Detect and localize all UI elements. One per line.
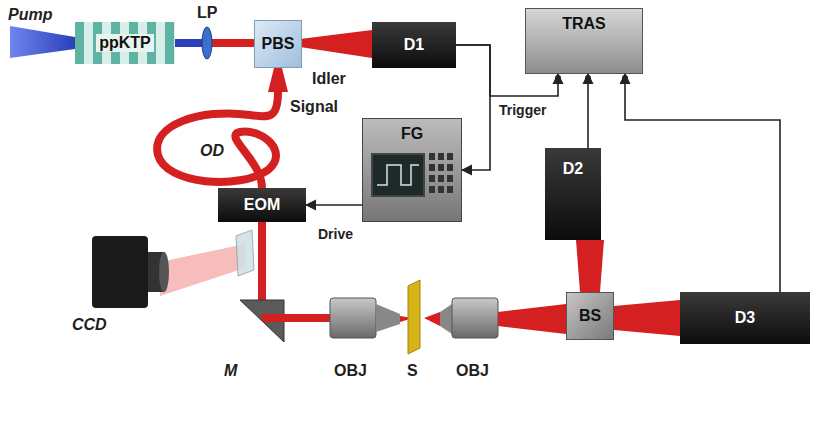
node-label: FG <box>401 125 423 143</box>
key <box>429 153 435 160</box>
key <box>447 164 453 171</box>
key <box>447 186 453 193</box>
key <box>429 175 435 182</box>
focused-beam <box>424 312 440 326</box>
signal-cable <box>306 204 362 206</box>
square-wave <box>373 155 423 195</box>
key <box>429 186 435 193</box>
objective-lens <box>330 298 376 338</box>
component-label: Idler <box>312 70 346 88</box>
collected-beam <box>498 304 566 334</box>
long-pass-filter <box>202 27 212 59</box>
node-label: D2 <box>563 160 583 178</box>
signal-cable <box>587 74 589 148</box>
signal-beam <box>268 68 288 92</box>
node-label: D3 <box>735 309 755 327</box>
crystal: ppKTP <box>75 22 175 64</box>
node-label: EOM <box>244 196 280 214</box>
component-label: S <box>407 362 418 380</box>
keypad <box>427 151 457 201</box>
cable-label: Drive <box>316 226 355 242</box>
key <box>438 175 444 182</box>
node-label: D1 <box>404 36 424 54</box>
component-label: CCD <box>72 316 107 334</box>
detector: D2 <box>545 148 601 240</box>
pump-beam <box>10 26 75 58</box>
signal-cable <box>625 74 780 292</box>
modulator: EOM <box>218 188 306 222</box>
key <box>438 153 444 160</box>
detector: D1 <box>372 22 456 68</box>
key <box>447 175 453 182</box>
glass-plate <box>236 230 254 276</box>
beam-splitter-cube: BS <box>566 292 614 340</box>
component-label: OBJ <box>456 362 489 380</box>
laser-beam <box>207 39 257 47</box>
reflected-beam <box>160 244 245 296</box>
sample-plate <box>408 280 420 354</box>
function-generator-screen <box>371 153 425 197</box>
key <box>438 186 444 193</box>
component-label: Signal <box>290 98 338 116</box>
node-label: TRAS <box>562 15 606 33</box>
objective-lens <box>376 304 400 332</box>
idler-beam <box>300 30 372 58</box>
key <box>438 164 444 171</box>
objective-lens <box>452 298 498 338</box>
component-label: OBJ <box>334 362 367 380</box>
node-label: PBS <box>262 35 295 53</box>
fiber-loop <box>157 92 278 188</box>
reflected-beam <box>576 240 604 292</box>
signal-beam <box>262 314 332 322</box>
ccd-lens <box>159 252 169 292</box>
component-label: LP <box>197 4 217 22</box>
component-label: Pump <box>8 6 52 24</box>
square-wave <box>377 165 419 185</box>
component-label: OD <box>200 142 224 160</box>
cable-label: Trigger <box>497 102 548 118</box>
detector: D3 <box>680 292 810 344</box>
ccd-camera <box>92 236 148 308</box>
node-label: ppKTP <box>96 34 154 52</box>
objective-lens <box>440 304 452 334</box>
function-generator: FG <box>362 118 462 222</box>
key <box>429 164 435 171</box>
beam-splitter-cube: PBS <box>254 20 302 68</box>
key <box>447 153 453 160</box>
node-label: BS <box>579 307 601 325</box>
transmitted-beam <box>614 300 680 336</box>
component-label: M <box>224 362 237 380</box>
time-analyzer: TRAS <box>525 8 643 74</box>
